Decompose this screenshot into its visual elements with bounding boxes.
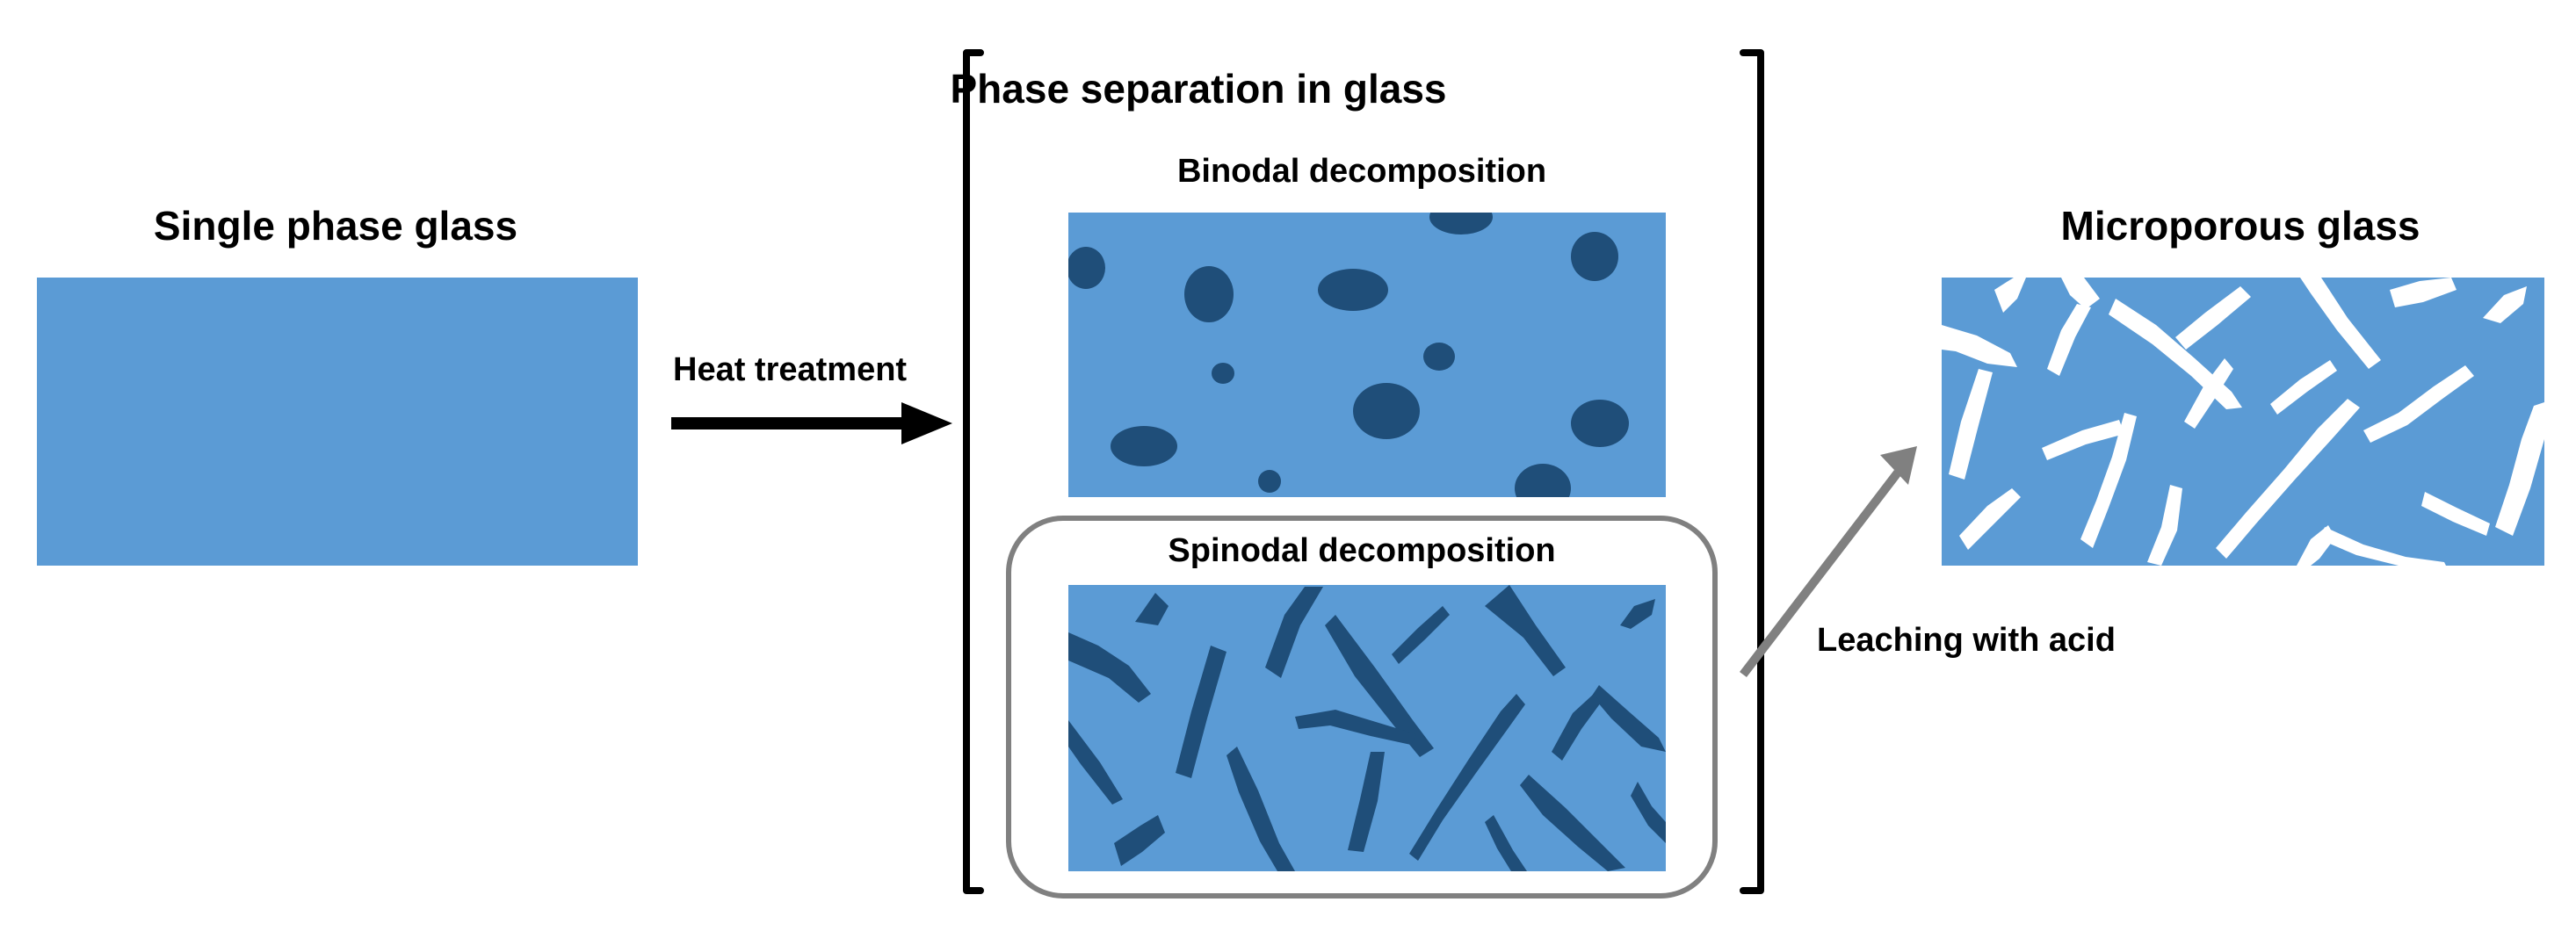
pore: [1994, 278, 2026, 313]
dark-phase-streak: [1348, 752, 1385, 852]
droplet: [1429, 213, 1493, 235]
dark-phase-streak: [1135, 593, 1169, 625]
droplet: [1068, 247, 1105, 289]
heat-treatment-label: Heat treatment: [673, 351, 908, 388]
spinodal-frame: [1006, 516, 1718, 899]
pore: [1959, 488, 2021, 550]
pore: [2047, 304, 2091, 376]
heat-treatment-arrow: [671, 402, 952, 444]
dark-phase-streak: [1295, 710, 1416, 745]
dark-phase-streak: [1265, 587, 1323, 678]
pore: [1949, 369, 1993, 480]
pore: [2297, 525, 2335, 566]
pore: [2300, 278, 2381, 369]
dark-phase-streak: [1485, 815, 1527, 871]
pore: [1942, 325, 2017, 367]
pore: [2147, 485, 2182, 566]
droplet: [1258, 470, 1281, 493]
single-phase-glass-title: Single phase glass: [153, 203, 518, 249]
microporous-glass-title: Microporous glass: [2060, 203, 2420, 249]
dark-phase-streak: [1620, 599, 1655, 629]
pore: [2175, 286, 2251, 350]
pore: [2061, 278, 2100, 309]
leaching-with-acid-label: Leaching with acid: [1817, 622, 2116, 659]
droplet: [1571, 232, 1618, 281]
dark-phase-streak: [1176, 646, 1226, 778]
pore: [2319, 527, 2446, 566]
pore: [2042, 420, 2124, 460]
pore: [2421, 492, 2490, 536]
phase-separation-title: Phase separation in glass: [950, 66, 1447, 112]
dark-phase-streak: [1409, 694, 1525, 861]
droplet: [1423, 343, 1455, 371]
dark-phase-streak: [1114, 815, 1165, 866]
pore: [2363, 365, 2474, 443]
pore: [2080, 413, 2137, 548]
droplet: [1184, 266, 1234, 322]
droplet: [1318, 269, 1388, 311]
droplet: [1571, 400, 1629, 447]
spinodal-decomposition-label: Spinodal decomposition: [1168, 532, 1556, 569]
leaching-arrow: [1740, 446, 1917, 678]
dark-phase-streak: [1592, 685, 1666, 752]
dark-phase-streak: [1520, 775, 1625, 871]
dark-phase-streak: [1226, 747, 1295, 871]
dark-phase-streak: [1068, 720, 1123, 805]
single-phase-glass-block: [37, 278, 638, 566]
droplet: [1515, 464, 1571, 497]
dark-phase-streak: [1068, 632, 1151, 703]
pore: [2483, 286, 2527, 323]
dark-phase-streak: [1392, 606, 1450, 664]
droplet: [1212, 363, 1234, 384]
pore: [2216, 399, 2360, 559]
spinodal-network: [1068, 585, 1666, 871]
dark-phase-streak: [1325, 615, 1434, 757]
right-bracket: [1740, 49, 1764, 894]
binodal-decomposition-label: Binodal decomposition: [1176, 153, 1547, 190]
pore: [2270, 360, 2337, 415]
left-bracket: [963, 49, 984, 894]
pore: [2390, 278, 2457, 307]
dark-phase-streak: [1631, 782, 1666, 843]
droplet: [1353, 383, 1420, 439]
pore: [2184, 358, 2233, 429]
binodal-droplets: [1068, 213, 1629, 497]
dark-phase-streak: [1552, 694, 1601, 761]
microporous-pores: [1942, 278, 2544, 566]
droplet: [1111, 426, 1177, 466]
dark-phase-streak: [1485, 585, 1566, 676]
pore: [2495, 402, 2544, 536]
